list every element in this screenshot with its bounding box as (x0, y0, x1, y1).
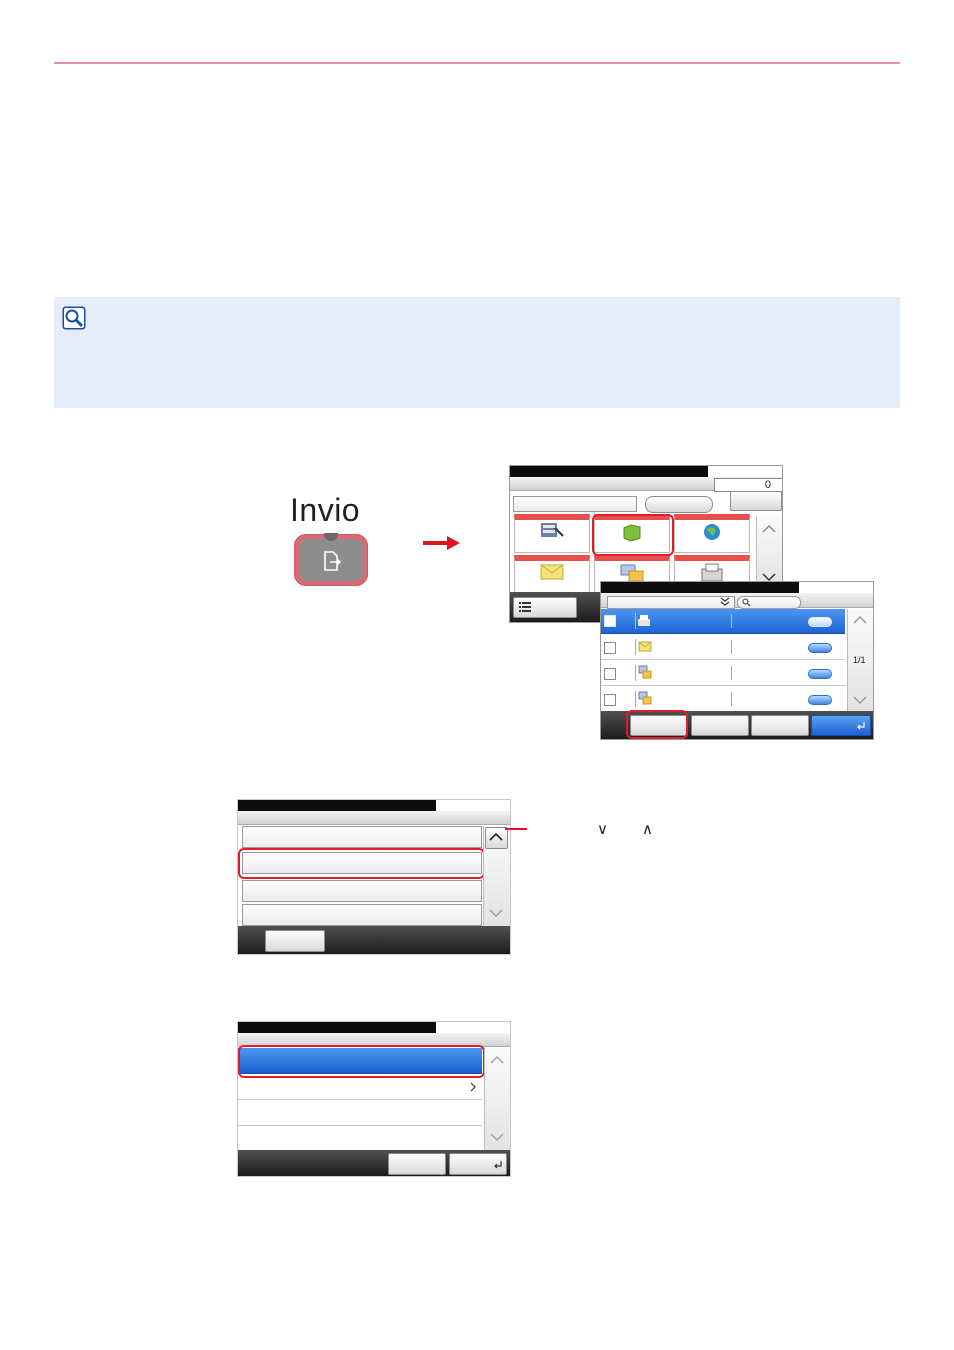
settings-cancel-button[interactable] (388, 1153, 446, 1175)
counter-display: 0 (714, 478, 782, 492)
invio-key-label: Invio (290, 492, 361, 528)
settings-item[interactable] (238, 1074, 482, 1100)
chevron-up-icon[interactable] (762, 524, 776, 534)
network-tile[interactable] (674, 514, 750, 553)
callout-line (505, 828, 527, 830)
address-list-screen: 1/1 (600, 581, 874, 740)
top-right-button[interactable] (730, 491, 782, 511)
menu-scrollbar[interactable] (483, 826, 510, 926)
fax-icon (701, 563, 723, 582)
double-chevron-down-icon[interactable] (719, 597, 731, 607)
menu-back-button[interactable] (265, 930, 325, 952)
menu-item-highlight (238, 848, 485, 879)
action-button-highlight (626, 710, 688, 739)
enter-return-icon (857, 722, 865, 730)
settings-screen (237, 1021, 511, 1177)
list-action-button-2[interactable] (691, 715, 749, 736)
pc-folder-icon (620, 564, 644, 582)
destination-field[interactable] (513, 496, 625, 512)
list-item[interactable] (601, 609, 845, 634)
chevron-right-icon (470, 1082, 476, 1092)
list-scrollbar[interactable]: 1/1 (847, 609, 873, 711)
settings-item[interactable] (238, 1100, 482, 1126)
destination-field-right[interactable] (622, 496, 637, 512)
list-item[interactable] (601, 686, 845, 712)
chevron-down-icon[interactable] (490, 1132, 504, 1142)
send-key-icon (324, 551, 342, 571)
invio-send-key[interactable] (294, 533, 368, 586)
pc-folder-icon (638, 691, 652, 705)
list-icon (519, 602, 531, 612)
list-button[interactable] (513, 597, 577, 618)
header-rule (54, 62, 900, 64)
ok-button[interactable] (811, 715, 871, 736)
chevron-up-icon[interactable] (853, 615, 867, 625)
menu-item[interactable] (242, 852, 482, 874)
folder-tile[interactable] (594, 514, 670, 553)
address-book-tile[interactable] (514, 514, 590, 553)
settings-scrollbar[interactable] (484, 1048, 510, 1150)
destination-button[interactable] (645, 496, 713, 513)
down-key-symbol: ∨ (597, 821, 608, 838)
chevron-down-icon[interactable] (489, 908, 503, 918)
settings-item-highlight (238, 1045, 485, 1078)
envelope-icon (540, 564, 564, 580)
enter-return-icon (494, 1161, 502, 1169)
settings-item-selected[interactable] (238, 1048, 482, 1074)
note-box (54, 297, 900, 408)
email-tile[interactable] (514, 555, 590, 594)
search-field[interactable] (737, 596, 801, 609)
menu-item[interactable] (242, 826, 482, 848)
page-indicator: 1/1 (853, 655, 866, 665)
menu-item[interactable] (242, 880, 482, 902)
list-action-button-3[interactable] (751, 715, 809, 736)
up-key-symbol: ∧ (642, 821, 653, 838)
folder-icon (623, 524, 641, 542)
chevron-up-icon[interactable] (490, 1055, 504, 1065)
note-magnifier-icon (62, 306, 86, 330)
menu-item[interactable] (242, 904, 482, 926)
right-arrow-icon (423, 536, 460, 550)
chevron-up-icon[interactable] (489, 832, 503, 842)
menu-screen (237, 799, 511, 955)
settings-item[interactable] (238, 1126, 482, 1151)
chevron-down-icon[interactable] (762, 572, 776, 582)
settings-ok-button[interactable] (449, 1153, 507, 1175)
folder-tile-highlight (592, 514, 674, 556)
globe-icon (704, 524, 720, 540)
fax-machine-icon (638, 615, 650, 626)
tile-scrollbar[interactable] (756, 516, 782, 586)
envelope-icon (638, 641, 652, 652)
filter-dropdown[interactable] (607, 596, 735, 609)
search-icon (742, 598, 751, 607)
pc-folder-icon (638, 665, 652, 679)
address-book-icon (541, 523, 564, 537)
list-item[interactable] (601, 634, 845, 660)
chevron-down-icon[interactable] (853, 695, 867, 705)
list-item[interactable] (601, 660, 845, 686)
counter-value: 0 (764, 479, 771, 491)
